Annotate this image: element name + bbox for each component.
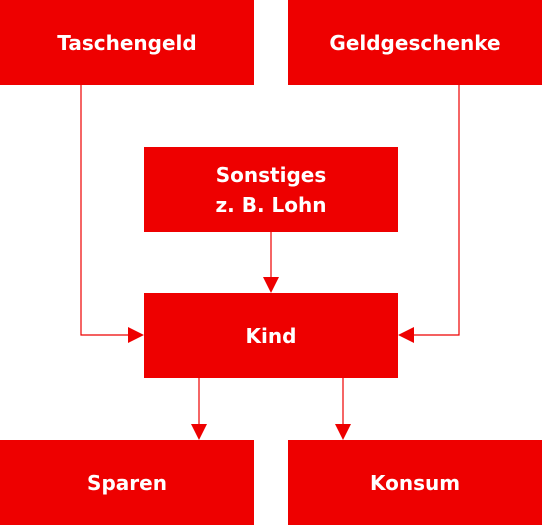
node-sonstiges-label: Sonstiges [215,162,327,187]
arrow-taschengeld-to-kind [80,85,144,343]
node-geldgeschenke: Geldgeschenke [288,0,542,85]
arrow-geldgeschenke-to-kind [398,85,460,343]
node-geldgeschenke-label: Geldgeschenke [329,30,501,55]
node-sonstiges: Sonstiges z. B. Lohn [144,147,398,232]
node-konsum-label: Konsum [369,470,461,495]
node-sparen: Sparen [0,440,254,525]
node-taschengeld: Taschengeld [0,0,254,85]
node-kind-label: Kind [245,323,297,348]
node-sparen-label: Sparen [87,470,167,495]
node-sonstiges-sublabel: z. B. Lohn [215,192,327,217]
arrow-sonstiges-to-kind [263,232,279,293]
arrow-kind-to-konsum [335,378,351,440]
arrow-kind-to-sparen [191,378,207,440]
node-konsum: Konsum [288,440,542,525]
node-taschengeld-label: Taschengeld [57,30,197,55]
node-kind: Kind [144,293,398,378]
